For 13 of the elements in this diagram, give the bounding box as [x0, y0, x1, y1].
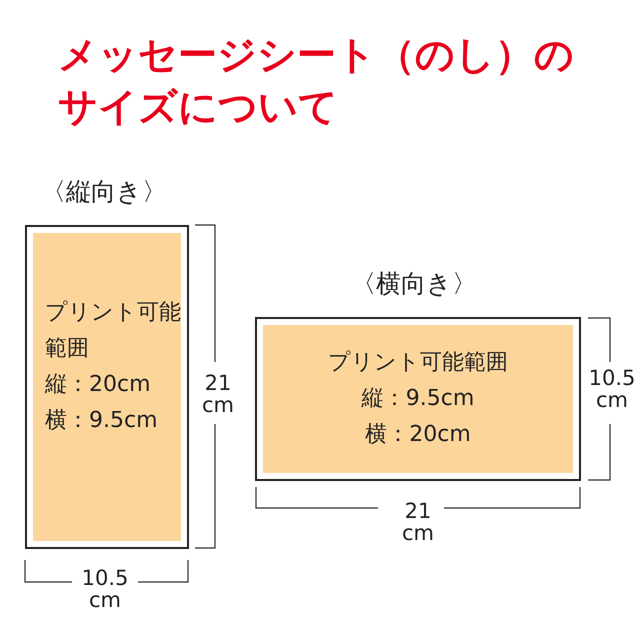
orientation-heading: 〈横向き〉	[351, 268, 477, 300]
dimension-label: 21 cm	[200, 372, 235, 416]
print-spec-text: プリント可能範囲	[328, 349, 508, 377]
dimension-label: 10.5 cm	[588, 367, 636, 411]
dimension-label: 21 cm	[400, 500, 435, 544]
print-spec-text: 横：20cm	[365, 421, 471, 449]
title: メッセージシート（のし）のサイズについて	[58, 32, 575, 132]
dimension-label: 10.5 cm	[80, 567, 130, 611]
print-spec-text: 縦：20cm	[45, 371, 151, 399]
print-spec-text: 縦：9.5cm	[362, 385, 474, 413]
orientation-heading: 〈縦向き〉	[41, 176, 167, 208]
print-spec-text: 横：9.5cm	[45, 407, 158, 435]
print-spec-text: プリント可能範囲	[45, 299, 181, 363]
